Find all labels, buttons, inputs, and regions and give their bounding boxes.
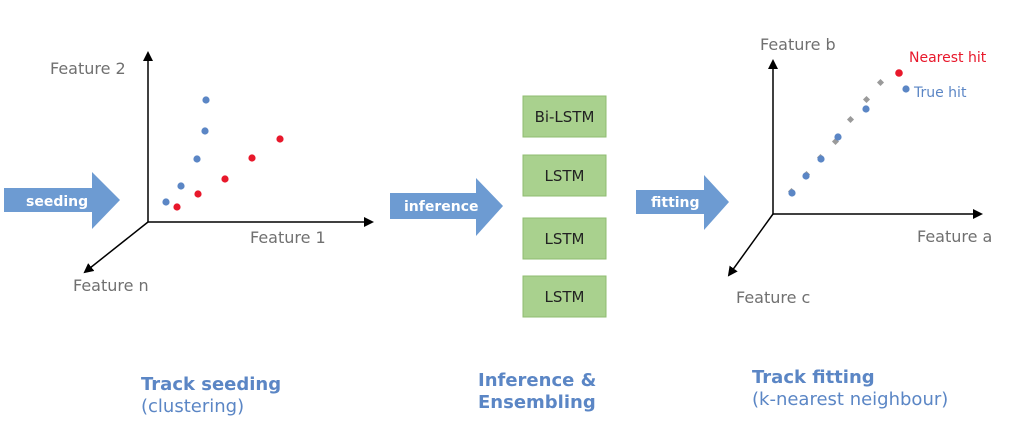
seeding-blue-point <box>162 198 170 206</box>
nearest-hit-label: Nearest hit <box>909 50 987 66</box>
seeding-y-axis-label: Feature 2 <box>50 59 126 78</box>
fitting-plot: Feature b Feature a Feature c Nearest hi… <box>727 35 992 307</box>
fitting-candidate-point <box>876 78 885 87</box>
inference-caption-line2: Ensembling <box>478 392 596 413</box>
seeding-plot: Feature 2 Feature 1 Feature n <box>50 51 374 295</box>
seeding-x-axis-label: Feature 1 <box>250 228 326 247</box>
seeding-red-point <box>194 190 202 198</box>
lstm-box-label: LSTM <box>545 167 585 185</box>
seeding-blue-point <box>201 127 209 135</box>
fitting-true-hit-point <box>902 85 910 93</box>
lstm-box <box>522 217 607 260</box>
lstm-box-label: Bi-LSTM <box>535 108 595 126</box>
lstm-box <box>522 154 607 197</box>
fitting-candidate-point <box>862 95 871 104</box>
lstm-box <box>522 275 607 318</box>
seeding-caption: Track seeding (clustering) <box>141 374 281 418</box>
fitting-arrow-label: fitting <box>651 195 700 211</box>
seeding-red-point <box>173 203 181 211</box>
lstm-box <box>522 95 607 138</box>
inference-arrow: inference <box>390 178 503 236</box>
seeding-arrow: seeding <box>4 172 120 229</box>
seeding-arrow-label: seeding <box>26 194 88 210</box>
fitting-true-hit-point <box>788 189 796 197</box>
seeding-z-axis-label: Feature n <box>73 276 149 295</box>
fitting-caption-subtitle: (k-nearest neighbour) <box>752 389 949 410</box>
seeding-caption-subtitle: (clustering) <box>141 396 245 417</box>
fitting-true-hit-point <box>834 133 842 141</box>
fitting-true-hit-point <box>802 172 810 180</box>
seeding-blue-point <box>193 155 201 163</box>
inference-caption: Inference & Ensembling <box>478 370 596 414</box>
fitting-arrow: fitting <box>636 175 729 230</box>
fitting-y-axis-label: Feature b <box>760 35 836 54</box>
seeding-red-point <box>248 154 256 162</box>
inference-caption-line1: Inference & <box>478 370 597 391</box>
fitting-candidate-point <box>846 115 855 124</box>
seeding-blue-point <box>202 96 210 104</box>
seeding-red-point <box>221 175 229 183</box>
seeding-blue-point <box>177 182 185 190</box>
lstm-box-label: LSTM <box>545 230 585 248</box>
lstm-stack: Bi-LSTM LSTM LSTM LSTM <box>522 95 607 318</box>
seeding-caption-title: Track seeding <box>141 374 282 395</box>
inference-arrow-label: inference <box>404 199 479 215</box>
fitting-x-axis-label: Feature a <box>917 227 992 246</box>
fitting-z-axis-label: Feature c <box>736 288 810 307</box>
seeding-z-axis <box>83 221 149 274</box>
fitting-true-hit-point <box>862 105 870 113</box>
seeding-red-point <box>276 135 284 143</box>
lstm-box-label: LSTM <box>545 288 585 306</box>
fitting-caption: Track fitting (k-nearest neighbour) <box>752 367 948 411</box>
fitting-true-hit-point <box>817 155 825 163</box>
fitting-nearest-hit-point <box>895 69 903 77</box>
fitting-z-axis <box>727 213 774 277</box>
fitting-caption-title: Track fitting <box>752 367 875 388</box>
true-hit-label: True hit <box>913 85 967 101</box>
